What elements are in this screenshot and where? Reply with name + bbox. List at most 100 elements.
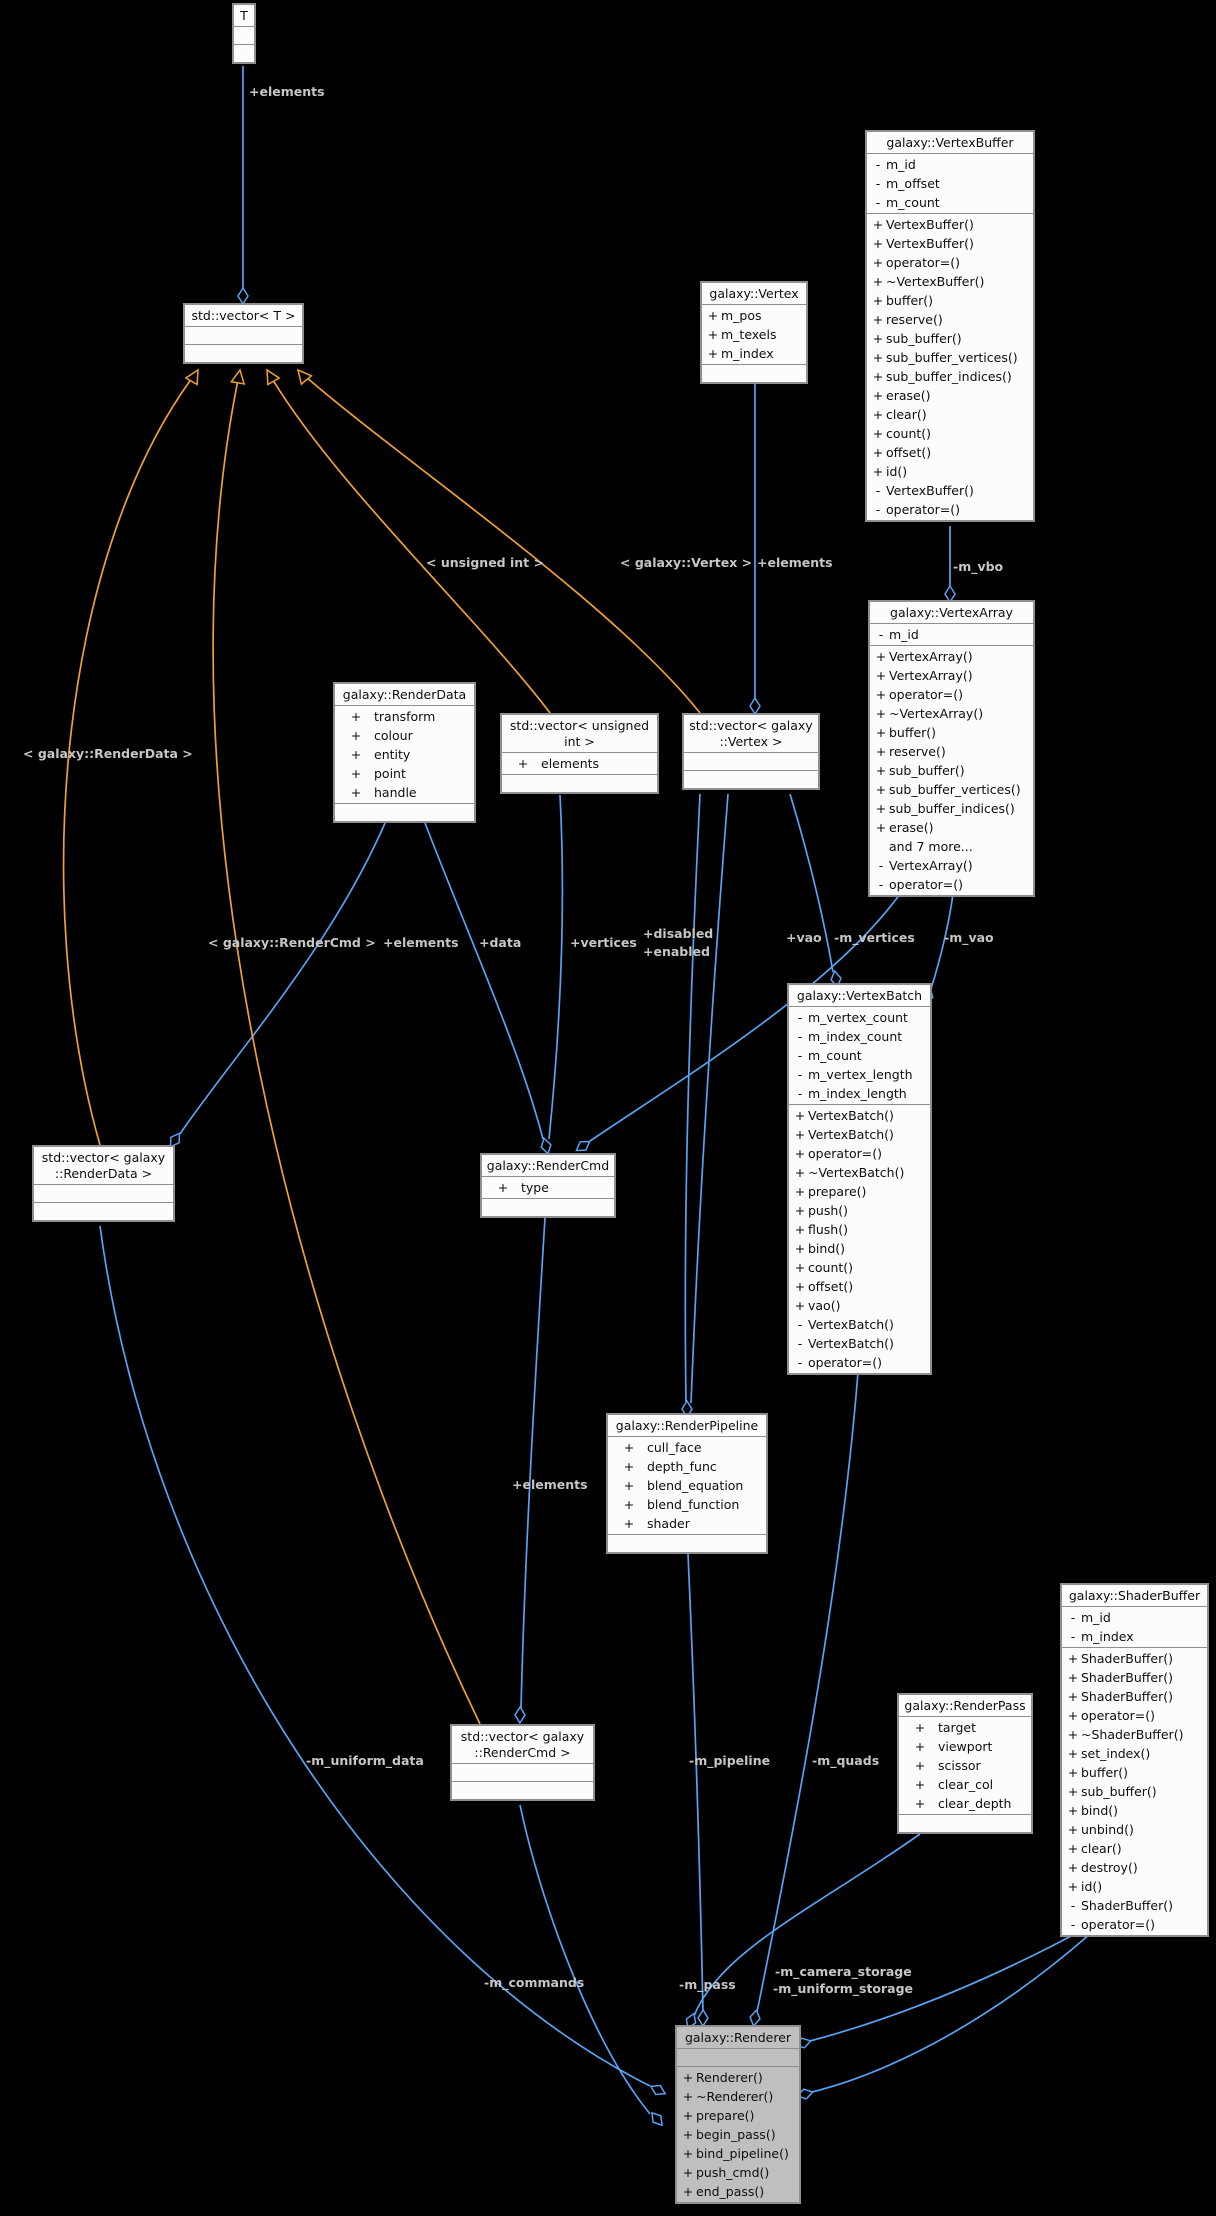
- visibility-sign: -: [1070, 1610, 1076, 1625]
- visibility-sign: +: [707, 327, 719, 342]
- class-title-line: galaxy::VertexBuffer: [886, 135, 1014, 150]
- member-row: -m_index_length: [789, 1084, 930, 1103]
- members-section: +ShaderBuffer()+ShaderBuffer()+ShaderBuf…: [1062, 1648, 1207, 1935]
- empty-compartment: [684, 771, 818, 788]
- member-row: +buffer(): [867, 291, 1033, 310]
- visibility-sign: +: [682, 2165, 694, 2180]
- member-row: +reserve(): [870, 742, 1033, 761]
- member-name: count(): [808, 1260, 854, 1275]
- member-name: bind(): [1081, 1803, 1119, 1818]
- class-title-line: std::vector< galaxy: [41, 1150, 166, 1165]
- member-name: clear_depth: [938, 1796, 1012, 1811]
- visibility-sign: +: [1067, 1841, 1079, 1856]
- class-node-galaxy-vertex[interactable]: galaxy::Vertex+m_pos+m_texels+m_index: [700, 281, 808, 384]
- class-node-galaxy-renderdata[interactable]: galaxy::RenderData+transform+colour+enti…: [333, 682, 476, 823]
- member-row: -m_vertex_count: [789, 1008, 930, 1027]
- empty-compartment: [34, 1203, 173, 1220]
- member-name: sub_buffer_vertices(): [886, 350, 1018, 365]
- class-title: galaxy::RenderPass: [899, 1695, 1031, 1717]
- class-title-line: std::vector< T >: [191, 308, 296, 323]
- empty-compartment: [34, 1185, 173, 1203]
- class-node-galaxy-vertexbatch[interactable]: galaxy::VertexBatch-m_vertex_count-m_ind…: [787, 983, 932, 1375]
- members-section: -m_id-m_offset-m_count: [867, 154, 1033, 214]
- member-name: end_pass(): [696, 2184, 765, 2199]
- member-name: clear(): [886, 407, 927, 422]
- member-row: -m_index_count: [789, 1027, 930, 1046]
- member-name: buffer(): [1081, 1765, 1129, 1780]
- class-node-std-vector-galaxy-rendercmd[interactable]: std::vector< galaxy::RenderCmd >: [450, 1724, 595, 1801]
- member-row: +sub_buffer(): [867, 329, 1033, 348]
- member-row: +end_pass(): [677, 2182, 799, 2201]
- visibility-sign: +: [623, 1516, 635, 1531]
- member-row: +sub_buffer(): [870, 761, 1033, 780]
- edge-elements-rendercmd: [520, 1217, 546, 1709]
- class-node-galaxy-renderpipeline[interactable]: galaxy::RenderPipeline+cull_face+depth_f…: [606, 1413, 768, 1554]
- member-name: set_index(): [1081, 1746, 1151, 1761]
- empty-compartment: [185, 345, 302, 362]
- visibility-sign: +: [875, 763, 887, 778]
- member-row: +colour: [335, 726, 474, 745]
- member-name: target: [938, 1720, 977, 1735]
- member-name: erase(): [886, 388, 931, 403]
- member-name: VertexArray(): [889, 858, 973, 873]
- member-name: m_vertex_count: [808, 1010, 908, 1025]
- member-name: operator=(): [886, 502, 960, 517]
- member-name: buffer(): [886, 293, 934, 308]
- edge-label: +elements: [249, 84, 325, 99]
- class-title-line: ::RenderData >: [54, 1166, 153, 1181]
- class-node-galaxy-vertexarray[interactable]: galaxy::VertexArray-m_id+VertexArray()+V…: [868, 600, 1035, 897]
- member-row: +elements: [502, 754, 657, 773]
- visibility-sign: -: [875, 157, 881, 172]
- member-row: +entity: [335, 745, 474, 764]
- member-name: push_cmd(): [696, 2165, 770, 2180]
- class-title-line: galaxy::Renderer: [684, 2030, 792, 2045]
- class-node-std-vector-galaxy-vertex[interactable]: std::vector< galaxy::Vertex >: [682, 713, 820, 790]
- members-section: -m_vertex_count-m_index_count-m_count-m_…: [789, 1007, 930, 1105]
- member-name: scissor: [938, 1758, 981, 1773]
- member-name: elements: [541, 756, 600, 771]
- class-node-galaxy-renderpass[interactable]: galaxy::RenderPass+target+viewport+sciss…: [897, 1693, 1033, 1834]
- visibility-sign: +: [914, 1796, 926, 1811]
- class-title: std::vector< galaxy::RenderCmd >: [452, 1726, 593, 1764]
- class-title: galaxy::ShaderBuffer: [1062, 1585, 1207, 1607]
- class-node-std-vector-t[interactable]: std::vector< T >: [183, 303, 304, 364]
- member-row: -m_id: [867, 155, 1033, 174]
- member-name: m_index: [1081, 1629, 1134, 1644]
- empty-compartment: [335, 804, 474, 821]
- class-title: galaxy::Vertex: [702, 283, 806, 305]
- class-node-galaxy-vertexbuffer[interactable]: galaxy::VertexBuffer-m_id-m_offset-m_cou…: [865, 130, 1035, 522]
- visibility-sign: +: [623, 1478, 635, 1493]
- edge-elements-renderdata: [179, 822, 386, 1135]
- member-row: +id(): [1062, 1877, 1207, 1896]
- edge-label: -m_commands: [484, 1975, 585, 1990]
- member-row: -m_count: [867, 193, 1033, 212]
- edge-label: +elements: [512, 1477, 588, 1492]
- class-node-std-vector-galaxy-renderdata[interactable]: std::vector< galaxy::RenderData >: [32, 1145, 175, 1222]
- empty-compartment: [482, 1199, 614, 1216]
- member-name: m_texels: [721, 327, 777, 342]
- visibility-sign: +: [875, 801, 887, 816]
- member-name: ShaderBuffer(): [1081, 1689, 1173, 1704]
- visibility-sign: +: [794, 1184, 806, 1199]
- member-row: +clear_col: [899, 1775, 1031, 1794]
- member-row: +count(): [789, 1258, 930, 1277]
- edge-m-pass: [693, 1833, 921, 2017]
- member-row: +count(): [867, 424, 1033, 443]
- class-node-galaxy-renderer[interactable]: galaxy::Renderer+Renderer()+~Renderer()+…: [675, 2025, 801, 2204]
- class-node-galaxy-shaderbuffer[interactable]: galaxy::ShaderBuffer-m_id-m_index+Shader…: [1060, 1583, 1209, 1937]
- visibility-sign: -: [797, 1336, 803, 1351]
- member-name: cull_face: [647, 1440, 702, 1455]
- edge-label: +disabled: [643, 926, 714, 941]
- visibility-sign: -: [797, 1355, 803, 1370]
- visibility-sign: -: [878, 858, 884, 873]
- edge-label: +vertices: [570, 935, 637, 950]
- edge-m-vertices: [789, 793, 834, 973]
- member-row: -m_id: [870, 625, 1033, 644]
- empty-compartment: [452, 1764, 593, 1782]
- class-node-template-t[interactable]: T: [232, 3, 256, 64]
- class-title-line: std::vector< unsigned: [509, 718, 650, 733]
- member-name: sub_buffer(): [1081, 1784, 1157, 1799]
- empty-compartment: [608, 1535, 766, 1552]
- class-node-galaxy-rendercmd[interactable]: galaxy::RenderCmd+type: [480, 1153, 616, 1218]
